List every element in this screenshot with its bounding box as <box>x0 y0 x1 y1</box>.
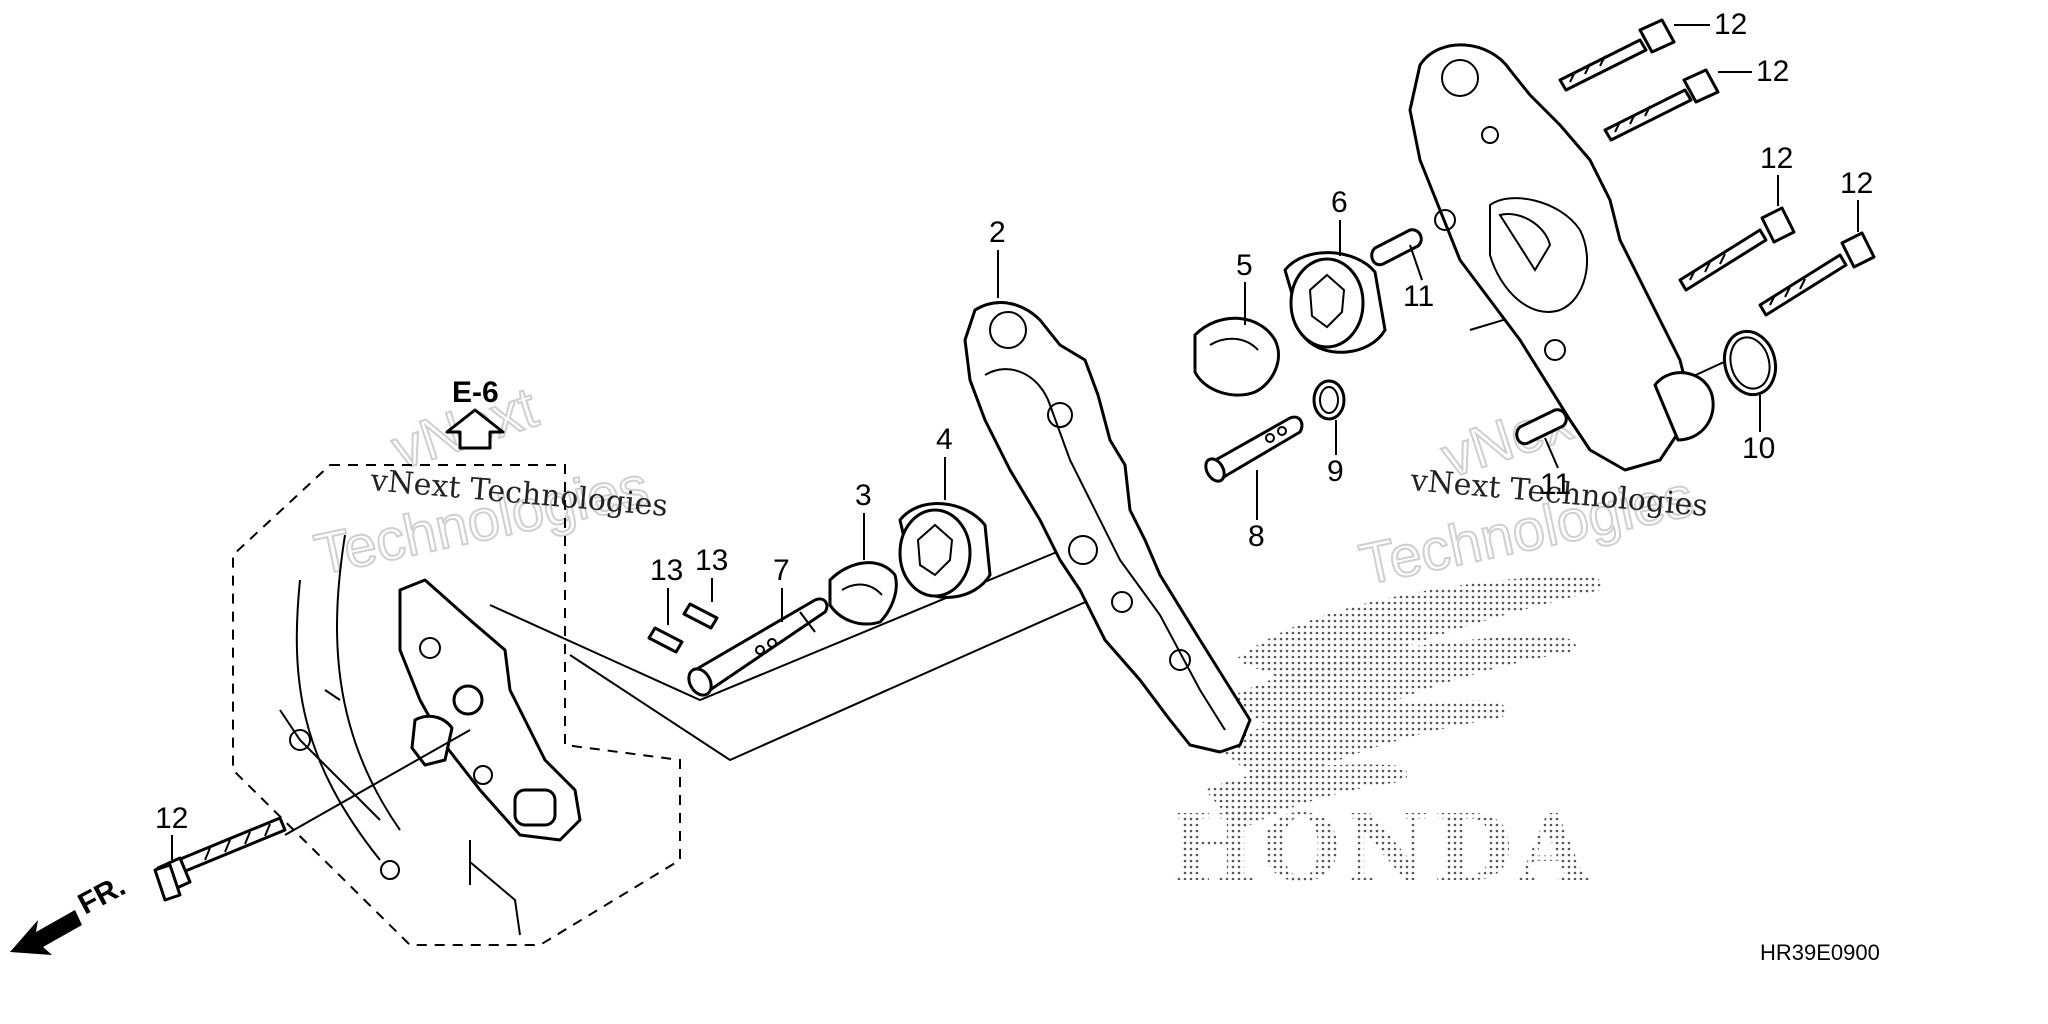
collar-11-upper <box>1370 228 1423 267</box>
inner-rotor-3 <box>828 561 898 626</box>
reference-arrow <box>445 408 505 450</box>
o-ring-10 <box>1722 329 1778 397</box>
callout-3: 3 <box>855 479 872 512</box>
callout-2: 2 <box>989 216 1006 249</box>
callout-6: 6 <box>1331 186 1348 219</box>
outer-rotor-6 <box>1283 251 1387 354</box>
pump-shaft-8 <box>1204 415 1304 483</box>
bolt-12-left <box>153 816 287 902</box>
callout-12-mid-2: 12 <box>1840 167 1873 200</box>
brand-wing-logo <box>1205 574 1603 830</box>
callout-8: 8 <box>1248 520 1265 553</box>
callout-12-top-2: 12 <box>1756 55 1789 88</box>
collar-11-lower <box>1515 408 1568 446</box>
front-label: FR. <box>73 869 131 921</box>
assembly-line <box>569 599 1091 762</box>
callout-12-left: 12 <box>155 802 188 835</box>
bolt-12-top-2 <box>1603 68 1720 142</box>
pump-cover <box>1408 43 1715 472</box>
callout-11-upper: 11 <box>1403 280 1434 313</box>
callout-12-mid-1: 12 <box>1760 142 1793 175</box>
pump-body-2 <box>963 301 1252 754</box>
diagram-code: HR39E0900 <box>1760 940 1880 965</box>
bolt-12-mid-1 <box>1678 206 1796 292</box>
callout-leaders <box>171 24 1859 860</box>
callout-12-top-1: 12 <box>1714 8 1747 41</box>
assembly-line <box>284 729 471 836</box>
reference-label: E-6 <box>452 376 499 409</box>
bolt-12-top-1 <box>1558 18 1676 92</box>
callout-11-lower: 11 <box>1540 468 1571 501</box>
callout-9: 9 <box>1327 455 1344 488</box>
bolt-12-mid-2 <box>1758 231 1876 317</box>
outer-rotor-4 <box>898 502 992 599</box>
callout-13-right: 13 <box>695 544 728 577</box>
crankcase-inset <box>232 464 681 946</box>
brand-logo-text: HONDA <box>1170 794 1592 902</box>
callout-5: 5 <box>1236 249 1253 282</box>
callout-13-left: 13 <box>650 554 683 587</box>
pump-shaft-7 <box>687 597 829 697</box>
dowel-pin-13 <box>647 602 719 654</box>
front-direction-arrow <box>10 910 82 955</box>
inner-rotor-5 <box>1193 316 1280 397</box>
callout-7: 7 <box>773 554 790 587</box>
callout-4: 4 <box>936 423 953 456</box>
o-ring-9 <box>1312 379 1346 421</box>
callout-10: 10 <box>1742 432 1775 465</box>
